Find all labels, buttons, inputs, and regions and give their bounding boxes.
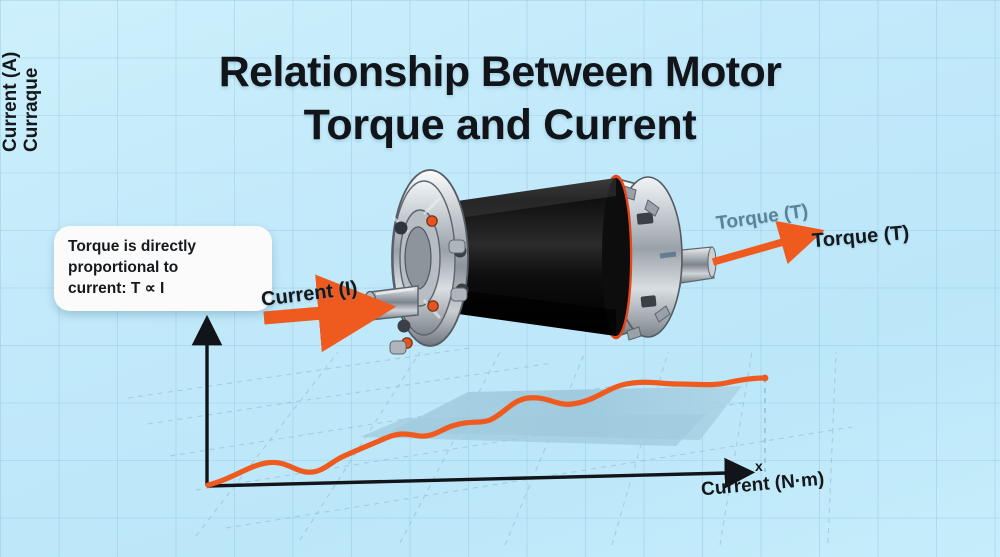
current-flow-line (355, 304, 367, 309)
callout-line-3: current: T ∝ I (68, 280, 165, 297)
y-axis-label-line-2: Curraque (21, 67, 42, 152)
y-axis-label-line-1: Current (A) (0, 51, 21, 152)
torque-current-curve (205, 375, 768, 488)
curve-endpoint (761, 374, 769, 382)
motor-body (430, 178, 630, 336)
title-line-1: Relationship Between Motor (218, 48, 782, 96)
page-title: Relationship Between Motor Torque and Cu… (0, 46, 1000, 152)
motor-vent-slots (636, 212, 657, 308)
current-input-arrow[interactable] (263, 274, 397, 353)
motor-group (362, 169, 717, 355)
motor-rear-housing (613, 176, 683, 341)
torque-output-arrow[interactable] (711, 220, 825, 266)
title-line-2: Torque and Current (303, 101, 697, 149)
callout-line-1: Torque is directly (68, 238, 197, 255)
callout-line-2: proportional to (68, 259, 179, 276)
y-axis-label: Current (A) Curraque (0, 2, 42, 152)
x-axis-tick-label: x (755, 458, 763, 474)
x-axis (206, 457, 756, 489)
motor-ground-shadow (360, 386, 742, 446)
callout-bubble: Torque is directly proportional to curre… (54, 226, 272, 311)
